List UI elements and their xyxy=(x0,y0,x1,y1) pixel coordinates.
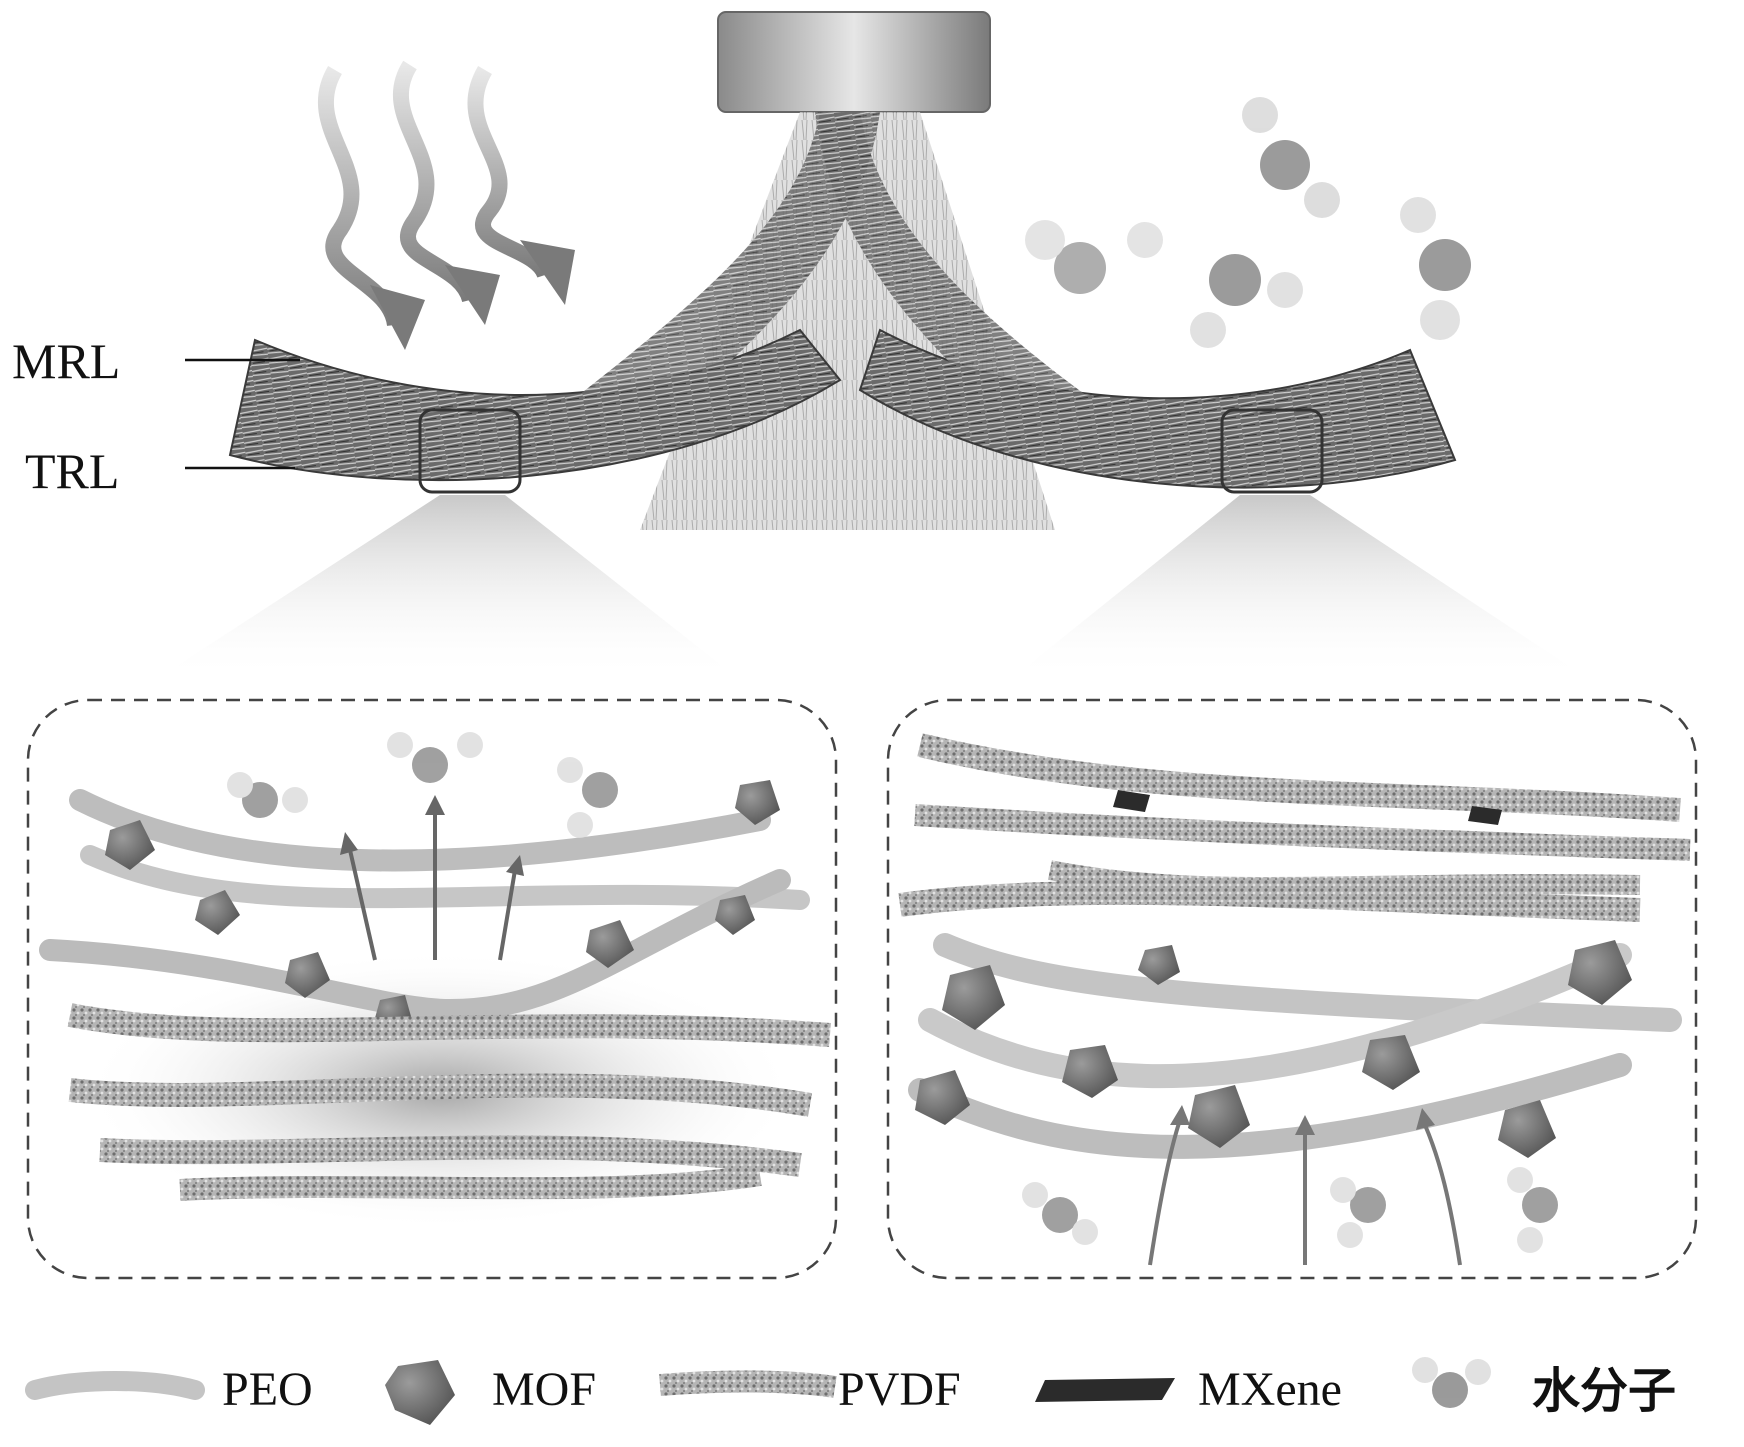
heat-arrow-1-head xyxy=(370,285,425,350)
right-zoom-cone xyxy=(1010,495,1590,680)
water-molecules-top xyxy=(1025,97,1471,348)
legend-label-water: 水分子 xyxy=(1532,1363,1676,1419)
pvdf-fiber xyxy=(99,1135,802,1177)
vapor-arrow xyxy=(498,869,517,961)
water-molecule-icon xyxy=(1507,1167,1558,1253)
nozzle xyxy=(717,11,991,113)
peo-fiber-icon xyxy=(25,1371,205,1400)
vapor-arrow xyxy=(348,849,377,961)
peo-fiber xyxy=(39,869,791,1022)
mof-crystal xyxy=(1062,1045,1118,1098)
mxene-sheet xyxy=(1113,790,1150,812)
water-molecule-icon xyxy=(1022,1182,1098,1245)
vapor-arrow-head xyxy=(506,855,524,876)
vapor-arrow xyxy=(1148,1119,1182,1266)
peo-fiber xyxy=(918,943,1632,1089)
vapor-arrow-head xyxy=(1416,1108,1435,1130)
mof-crystal xyxy=(915,1070,970,1125)
pvdf-fiber xyxy=(1048,860,1641,897)
legend-label-mof: MOF xyxy=(492,1363,596,1416)
mrl-label: MRL xyxy=(12,333,120,389)
mof-crystal-icon xyxy=(385,1360,455,1425)
water-molecule-icon xyxy=(1412,1357,1491,1408)
legend-label-pvdf: PVDF xyxy=(838,1363,961,1416)
water-molecule-icon xyxy=(557,757,618,838)
mof-crystal xyxy=(285,952,330,998)
mof-crystal xyxy=(1362,1035,1420,1090)
water-molecule-icon xyxy=(387,732,483,783)
mof-crystal xyxy=(1568,940,1632,1005)
legend-label-mxene: MXene xyxy=(1198,1363,1342,1416)
trl-label: TRL xyxy=(25,443,119,499)
vapor-arrow xyxy=(1423,1124,1462,1266)
water-molecule-icon xyxy=(1400,197,1471,340)
heat-arrow-2-head xyxy=(445,265,500,325)
vapor-arrow-head xyxy=(425,795,445,815)
heat-arrows xyxy=(317,60,575,350)
mof-crystal xyxy=(105,820,155,870)
vapor-arrow-head xyxy=(1170,1105,1190,1125)
vapor-arrow-head xyxy=(340,832,358,855)
water-molecule-icon xyxy=(1330,1177,1386,1248)
mof-crystal xyxy=(1138,945,1180,985)
right-fiber-bundle xyxy=(815,112,1120,440)
heat-arrow-3-head xyxy=(520,240,575,305)
right-zoom-box xyxy=(1220,408,1324,494)
right-inset-panel xyxy=(886,698,1698,1280)
heat-arrow-2 xyxy=(392,60,478,303)
heat-arrow-3 xyxy=(467,65,553,279)
peo-fiber xyxy=(80,845,810,910)
mof-crystal xyxy=(715,895,755,935)
pvdf-fiber xyxy=(179,1164,762,1201)
left-zoom-box xyxy=(418,408,522,494)
mxene-sheet-icon xyxy=(1035,1378,1175,1402)
vapor-arrow-head xyxy=(1295,1115,1315,1135)
mof-crystal xyxy=(1188,1085,1250,1148)
pvdf-fiber xyxy=(917,733,1681,822)
legend-label-peo: PEO xyxy=(222,1363,313,1416)
mof-crystal xyxy=(735,780,780,825)
mof-crystal xyxy=(942,965,1005,1030)
left-zoom-cone xyxy=(155,495,740,680)
water-molecule-icon xyxy=(1190,254,1303,348)
peo-fiber xyxy=(908,1053,1632,1159)
water-molecule-icon xyxy=(1242,97,1340,218)
mof-crystal xyxy=(1498,1100,1556,1158)
mxene-sheet xyxy=(1468,806,1502,825)
pvdf-fiber xyxy=(67,1003,831,1047)
water-molecule-icon xyxy=(227,772,308,818)
left-fiber-bundle xyxy=(560,112,880,440)
mof-crystal xyxy=(586,920,634,968)
pvdf-fiber xyxy=(914,804,1691,861)
heat-arrow-1 xyxy=(317,65,403,327)
pvdf-fiber-icon xyxy=(659,1370,837,1398)
left-inset-panel xyxy=(26,698,838,1280)
pvdf-fiber xyxy=(68,1073,813,1117)
legend: PEO MOF PVDF MXene 水分子 xyxy=(25,1357,1676,1425)
left-membrane xyxy=(228,328,842,482)
water-molecule-icon xyxy=(1025,220,1163,294)
mof-crystal xyxy=(195,890,240,935)
